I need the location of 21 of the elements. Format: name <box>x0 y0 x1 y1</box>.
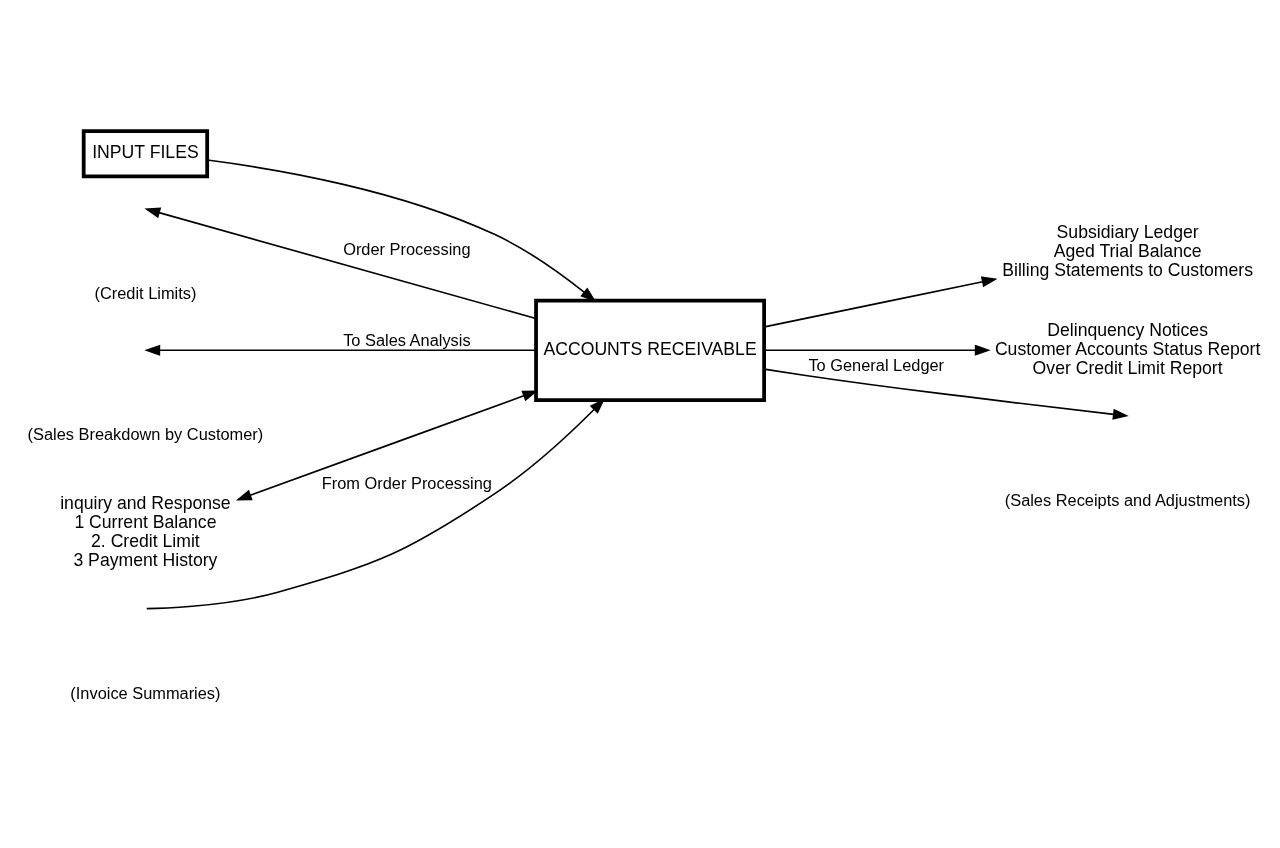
edge-label: Order Processing <box>343 240 471 259</box>
label: (Sales Receipts and Adjustments) <box>1004 490 1251 509</box>
arrow <box>144 207 537 320</box>
arrow <box>144 344 537 356</box>
edge-label: To Sales Analysis <box>343 330 471 349</box>
label: (Sales Breakdown by Customer) <box>27 425 264 444</box>
edge-label: From Order Processing <box>321 474 492 493</box>
edge-label: To General Ledger <box>808 355 945 374</box>
node-box: INPUT FILES <box>81 129 210 179</box>
arrow <box>763 368 1129 420</box>
node-box: ACCOUNTS RECEIVABLE <box>534 298 766 402</box>
node-text: Subsidiary Ledger Aged Trial Balance Billing Statements to Customers <box>1002 221 1254 280</box>
arrow <box>145 398 605 610</box>
label: (Invoice Summaries) <box>70 683 221 702</box>
arrow <box>763 344 991 356</box>
arrow <box>763 276 998 328</box>
node-text: Delinquency Notices Customer Accounts Status Report Over Credit Limit Report <box>994 320 1261 378</box>
node-text: inquiry and Response 1 Current Balance 2. Credit Limit 3 Payment History <box>60 493 231 571</box>
arrow <box>206 159 597 302</box>
label: (Credit Limits) <box>94 284 197 303</box>
arrow <box>235 390 539 501</box>
